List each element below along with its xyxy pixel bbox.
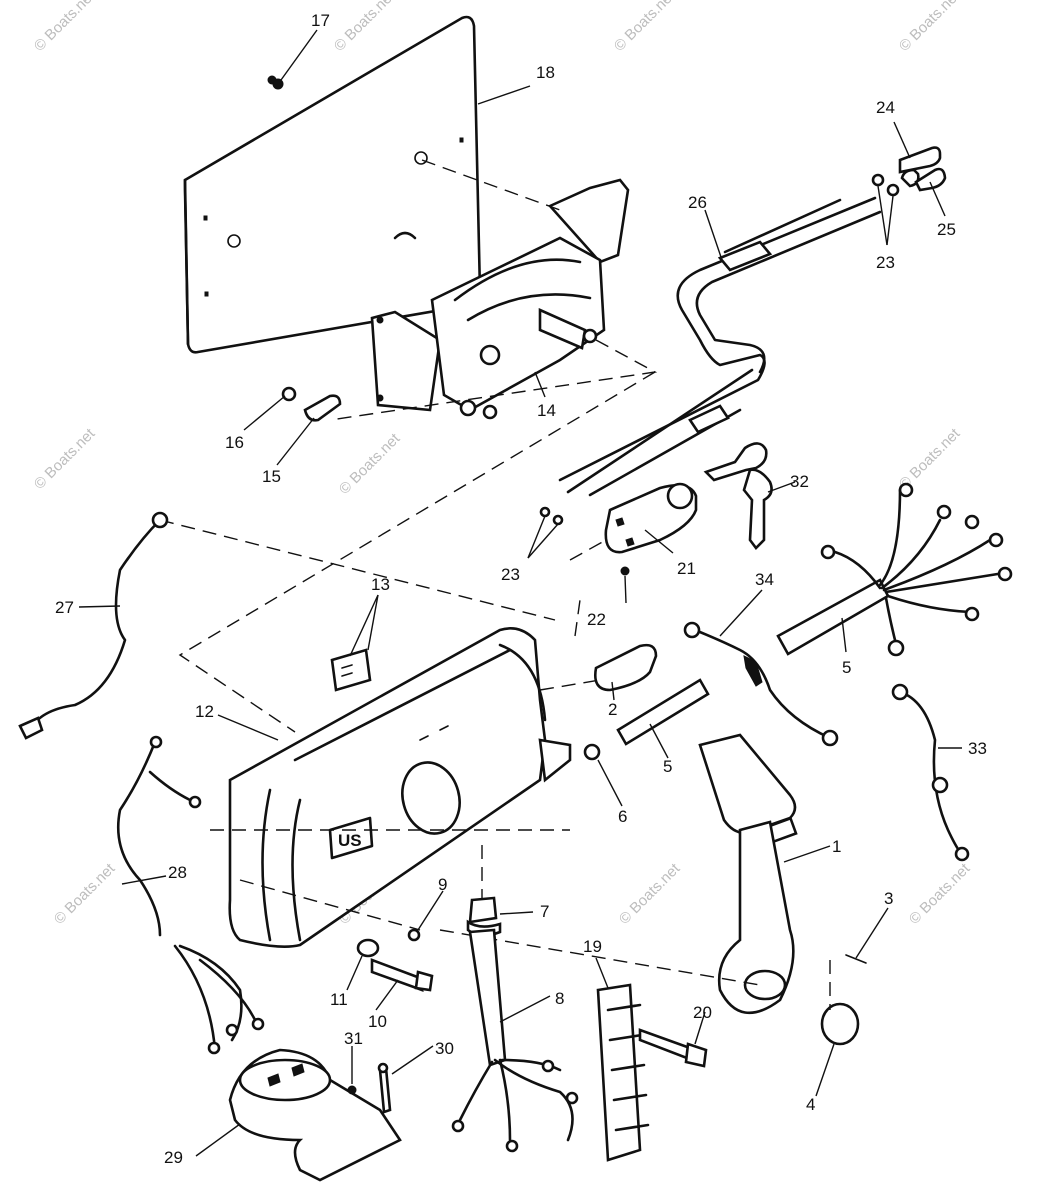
terminal-19 [596,983,642,1162]
harness-bundle [451,845,579,1153]
callout-15: 15 [262,467,281,486]
watermark: © Boats.net [336,430,404,498]
callout-29: 29 [164,1148,183,1167]
warning-horn [228,1048,402,1182]
watermark: © Boats.net [896,0,964,55]
callout-33: 33 [968,739,987,758]
callout-14: 14 [537,401,556,420]
callout-26: 26 [688,193,707,212]
grommet-7 [468,896,498,924]
pin-3 [845,954,867,964]
callout-12: 12 [195,702,214,721]
callout-7: 7 [540,902,549,921]
callout-30: 30 [435,1039,454,1058]
callout-28: 28 [168,863,187,882]
callout-17: 17 [311,11,330,30]
callout-13: 13 [371,575,390,594]
wire-harness-right [683,482,1013,862]
callouts: 17 18 24 26 25 23 14 16 15 32 21 23 27 1… [55,11,987,1167]
control-housing: US [210,627,572,948]
callout-19: 19 [583,937,602,956]
washer-6 [583,743,601,761]
control-mechanism [370,178,630,420]
assembly-lines-top [159,159,658,733]
control-handle [439,733,867,1046]
callout-24: 24 [876,98,895,117]
callout-5: 5 [663,757,672,776]
housing-emblem: US [338,831,362,850]
wire-28 [116,740,162,937]
small-hardware-top [272,78,342,422]
key-32a [703,442,768,482]
callout-3: 3 [884,889,893,908]
tube-5 [616,678,710,746]
screw-20 [638,1028,694,1063]
control-cables [558,196,882,497]
housing-fasteners [356,928,434,992]
watermark: © Boats.net [31,0,99,55]
wire-33 [898,690,962,854]
callout-27: 27 [55,598,74,617]
harness-8 [468,928,507,1067]
nut-31 [347,1085,357,1095]
clip-13 [330,648,372,692]
knob-4 [820,1002,860,1046]
watermark: © Boats.net [896,425,964,493]
spacer-15 [303,394,342,422]
callout-2: 2 [608,700,617,719]
callout-4: 4 [806,1095,815,1114]
washer-11 [356,938,380,958]
leader-lines [78,29,962,1157]
callout-5: 5 [842,658,851,677]
watermark: © Boats.net [331,0,399,55]
callout-8: 8 [555,989,564,1008]
callout-10: 10 [368,1012,387,1031]
cable-ends [539,146,947,526]
key-32b [742,468,773,550]
callout-31: 31 [344,1029,363,1048]
wire-27 [28,518,162,732]
washer-16 [281,386,297,402]
callout-23: 23 [876,253,895,272]
housing-small-parts [330,643,710,761]
callout-22: 22 [587,610,606,629]
screw-30 [378,1066,392,1114]
nut-22 [620,566,630,576]
watermark: © Boats.net [616,860,684,928]
callout-32: 32 [790,472,809,491]
callout-23: 23 [501,565,520,584]
wire-harness-left [18,511,265,1055]
callout-6: 6 [618,807,627,826]
callout-1: 1 [832,837,841,856]
screw-9 [407,928,421,942]
callout-20: 20 [693,1003,712,1022]
watermark: © Boats.net [51,860,119,928]
watermark: © Boats.net [906,860,974,928]
screw-17 [272,78,284,90]
watermark: © Boats.net [611,0,679,55]
wire-34 [688,626,832,740]
callout-16: 16 [225,433,244,452]
callout-18: 18 [536,63,555,82]
ignition-parts [604,442,773,576]
bolt-10 [370,958,424,992]
callout-34: 34 [755,570,774,589]
callout-21: 21 [677,559,696,578]
callout-9: 9 [438,875,447,894]
callout-11: 11 [330,990,348,1009]
switch-2 [594,643,658,692]
callout-25: 25 [937,220,956,239]
terminal-block [596,983,708,1162]
watermark: © Boats.net [31,425,99,493]
